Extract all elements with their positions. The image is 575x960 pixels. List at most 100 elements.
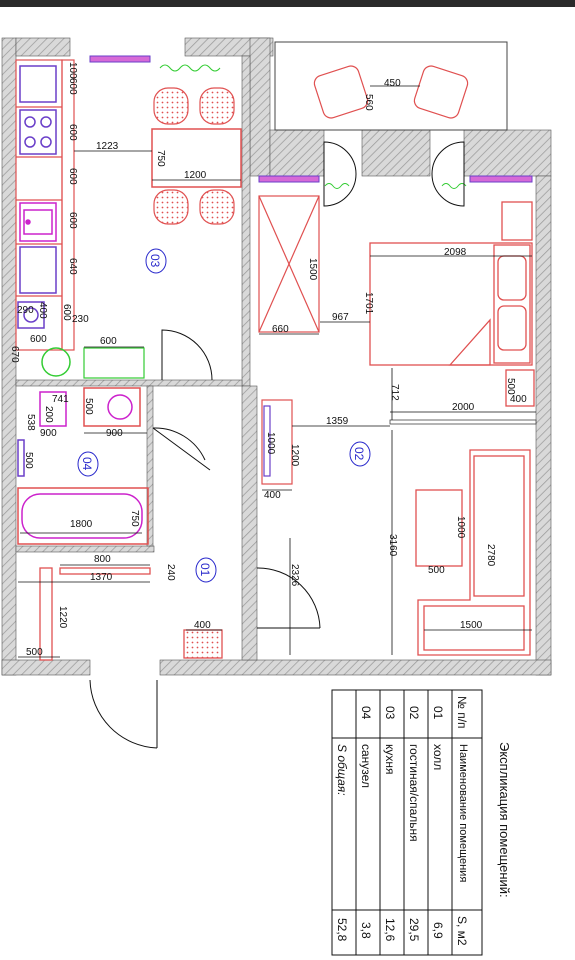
doors bbox=[89, 141, 465, 749]
dim-1370: 1370 bbox=[90, 572, 113, 583]
explication-table bbox=[331, 689, 483, 956]
dim-900-wc: 900 bbox=[40, 428, 57, 439]
kitchen-furniture bbox=[15, 59, 75, 351]
dim-1200-tv: 1200 bbox=[289, 444, 300, 467]
dim-290: 290 bbox=[17, 305, 34, 316]
dim-100: 100 bbox=[67, 62, 78, 79]
dim-2098: 2098 bbox=[444, 247, 467, 258]
dim-967: 967 bbox=[332, 312, 349, 323]
table-col-number: № п/п bbox=[455, 696, 469, 729]
dining-table bbox=[151, 128, 242, 188]
shelf-unit bbox=[83, 347, 145, 379]
table-row-04-name: санузел bbox=[359, 744, 373, 788]
dim-450: 450 bbox=[384, 78, 401, 89]
table-total-value: 52,8 bbox=[335, 918, 349, 942]
bathroom-fixtures bbox=[17, 387, 149, 545]
dim-750: 750 bbox=[155, 150, 166, 167]
dim-500-door: 500 bbox=[26, 647, 43, 658]
balcony-chairs bbox=[313, 65, 469, 119]
dim-750-bath: 750 bbox=[129, 510, 140, 527]
table-row-02-number: 02 bbox=[407, 706, 421, 720]
dim-600-shelf: 600 bbox=[100, 336, 117, 347]
dim-670: 670 bbox=[9, 346, 20, 363]
dim-560: 560 bbox=[363, 94, 374, 111]
wardrobe bbox=[258, 195, 320, 333]
dim-2780: 2780 bbox=[485, 544, 496, 567]
dim-400-wm: 400 bbox=[37, 302, 48, 319]
table-row-03-area: 12,6 bbox=[383, 918, 397, 942]
dim-600-e: 600 bbox=[61, 304, 72, 321]
dim-660: 660 bbox=[272, 324, 289, 335]
table-row-02-area: 29,5 bbox=[407, 918, 421, 942]
dim-200: 200 bbox=[43, 406, 54, 423]
dim-800: 800 bbox=[94, 554, 111, 565]
dim-400-hall: 400 bbox=[194, 620, 211, 631]
table-row-03-name: кухня bbox=[383, 744, 397, 775]
table-row-02-name: гостиная/спальня bbox=[407, 744, 421, 842]
table-caption: Экспликация помещений: bbox=[497, 742, 512, 898]
room-tag-03: 03 bbox=[148, 254, 162, 268]
dim-600-d: 600 bbox=[67, 212, 78, 229]
dim-500-table: 500 bbox=[428, 565, 445, 576]
table-row-01-number: 01 bbox=[431, 706, 445, 720]
bed bbox=[369, 201, 535, 407]
table-row-01-area: 6,9 bbox=[431, 922, 445, 939]
dim-3160: 3160 bbox=[387, 534, 398, 557]
room-tags bbox=[77, 248, 371, 583]
dim-500-bed: 500 bbox=[505, 378, 516, 395]
table-col-area: S, м2 bbox=[455, 916, 469, 946]
table-row-04-number: 04 bbox=[359, 706, 373, 720]
dim-2000: 2000 bbox=[452, 402, 475, 413]
table-row-03-number: 03 bbox=[383, 706, 397, 720]
dim-1200: 1200 bbox=[184, 170, 207, 181]
washing-machine bbox=[17, 301, 45, 329]
dim-500-towel: 500 bbox=[23, 452, 34, 469]
fridge bbox=[19, 65, 57, 103]
radiators-living bbox=[258, 175, 533, 189]
dining-chairs bbox=[153, 87, 235, 225]
dim-2326: 2326 bbox=[289, 564, 300, 587]
dim-1800: 1800 bbox=[70, 519, 93, 530]
dim-400-tv: 400 bbox=[264, 490, 281, 501]
dishwasher bbox=[19, 246, 57, 294]
table-col-name: Наименование помещения bbox=[457, 744, 469, 882]
table-total-label: S общая: bbox=[335, 744, 349, 796]
room-tag-04: 04 bbox=[80, 457, 94, 471]
dim-1500-wardrobe: 1500 bbox=[307, 258, 318, 281]
dim-1500-sofa: 1500 bbox=[460, 620, 483, 631]
room-tag-02: 02 bbox=[352, 447, 366, 461]
radiator-kitchen bbox=[89, 55, 221, 72]
dim-600-a: 600 bbox=[67, 78, 78, 95]
dim-1223: 1223 bbox=[96, 141, 119, 152]
sofa bbox=[415, 449, 531, 656]
dim-538: 538 bbox=[25, 414, 36, 431]
dim-640: 640 bbox=[67, 258, 78, 275]
hall-furniture bbox=[39, 567, 223, 661]
boiler bbox=[41, 347, 71, 377]
dim-1220: 1220 bbox=[57, 606, 68, 629]
table-row-01-name: холл bbox=[431, 744, 445, 770]
dim-1359: 1359 bbox=[326, 416, 349, 427]
dim-1701: 1701 bbox=[363, 292, 374, 315]
dim-230: 230 bbox=[72, 314, 89, 325]
dim-500-sink: 500 bbox=[83, 398, 94, 415]
dim-1000-tv: 1000 bbox=[265, 432, 276, 455]
top-bar bbox=[0, 0, 575, 7]
dim-712: 712 bbox=[389, 384, 400, 401]
dim-600-c: 600 bbox=[67, 168, 78, 185]
kitchen-sink bbox=[19, 202, 57, 242]
dimension-lines bbox=[18, 85, 536, 658]
dim-240: 240 bbox=[165, 564, 176, 581]
outer-walls bbox=[1, 37, 552, 676]
cooktop bbox=[19, 109, 57, 155]
dim-600-wm: 600 bbox=[30, 334, 47, 345]
dim-600-b: 600 bbox=[67, 124, 78, 141]
table-row-04-area: 3,8 bbox=[359, 922, 373, 939]
dim-900-sink: 900 bbox=[106, 428, 123, 439]
room-tag-01: 01 bbox=[198, 563, 212, 577]
dim-1000-table: 1000 bbox=[455, 516, 466, 539]
tv-unit bbox=[261, 399, 293, 485]
dim-741: 741 bbox=[52, 394, 69, 405]
dim-400-bed: 400 bbox=[510, 394, 527, 405]
